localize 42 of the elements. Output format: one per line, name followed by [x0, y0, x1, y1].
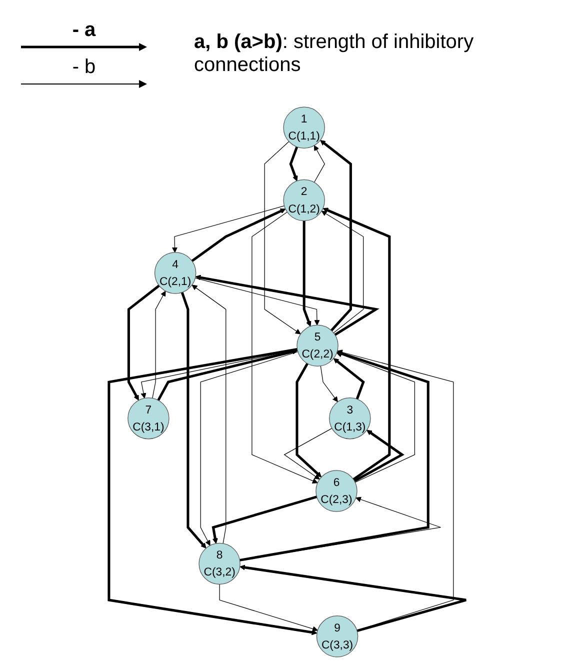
node-circle: 8 C(3,2): [198, 542, 240, 585]
arrow: [195, 274, 380, 336]
arrow: [264, 141, 301, 334]
arrow: [152, 290, 166, 398]
arrow: [200, 351, 298, 546]
node-circle: 1 C(1,1): [283, 106, 325, 148]
legend-text: - a: [72, 19, 96, 42]
arrow: [219, 584, 318, 632]
arrow: [321, 210, 364, 334]
arrow: [296, 362, 322, 478]
arrow: [354, 430, 404, 482]
node-circle: 2 C(1,2): [283, 179, 325, 222]
node-circle: 4 C(2,1): [154, 252, 196, 294]
arrow: [240, 496, 442, 561]
arrow: [157, 349, 298, 401]
node-circle: 3 C(1,3): [329, 397, 371, 440]
arrow: [191, 208, 286, 262]
arrow: [320, 140, 352, 332]
arrow: [333, 358, 365, 400]
arrow: [289, 146, 298, 182]
arrow: [284, 428, 332, 480]
arrow: [172, 206, 285, 253]
legend-text: - b: [72, 56, 96, 79]
arrow: [320, 366, 338, 402]
arrow: [192, 284, 226, 544]
arrow: [127, 284, 160, 401]
arrow: [252, 212, 318, 484]
arrow: [302, 220, 312, 327]
node-circle: 7 C(3,1): [128, 397, 170, 440]
arrow: [108, 348, 318, 636]
arrow: [240, 351, 430, 562]
arrow: [194, 278, 320, 326]
node-circle: 6 C(2,3): [316, 470, 358, 512]
arrow: [314, 145, 325, 183]
node-circle: 9 C(3,3): [316, 616, 358, 658]
arrow: [322, 208, 391, 480]
node-circle: 5 C(2,2): [296, 324, 338, 367]
note-text: a, b (a>b): strength of inhibitory connections: [194, 31, 475, 77]
arrow: [180, 292, 206, 548]
arrow: [212, 496, 318, 544]
arrow: [336, 352, 415, 483]
arrow: [240, 564, 468, 632]
